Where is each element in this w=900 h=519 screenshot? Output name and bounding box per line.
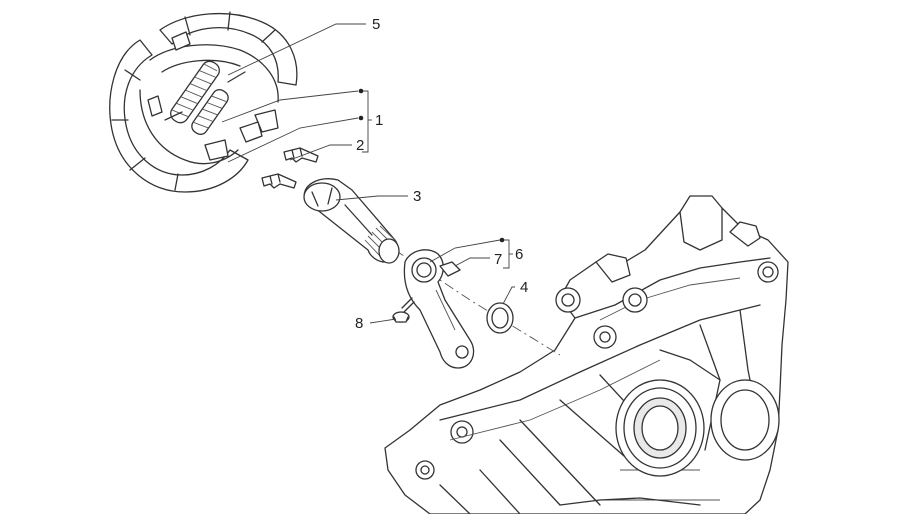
callout-labels: 5 1 2 3 6 7 4 8 (355, 16, 528, 332)
lever-screw (392, 297, 415, 323)
callout-4: 4 (520, 279, 528, 296)
callout-2: 2 (356, 137, 364, 154)
callout-5: 5 (372, 16, 380, 33)
brake-cam-shaft (303, 178, 400, 264)
shoe-return-springs (164, 60, 246, 135)
callout-6: 6 (515, 246, 523, 263)
sealing-ring (486, 302, 514, 334)
brake-shoe-assembly (109, 11, 298, 193)
callout-1: 1 (375, 112, 383, 129)
shoe-shims (261, 147, 319, 189)
callout-leaders (221, 23, 515, 324)
engine-crankcase-half (384, 195, 789, 515)
callout-3: 3 (413, 188, 421, 205)
brake-lever (403, 249, 475, 369)
callout-7: 7 (494, 251, 502, 268)
callout-8: 8 (355, 315, 363, 332)
